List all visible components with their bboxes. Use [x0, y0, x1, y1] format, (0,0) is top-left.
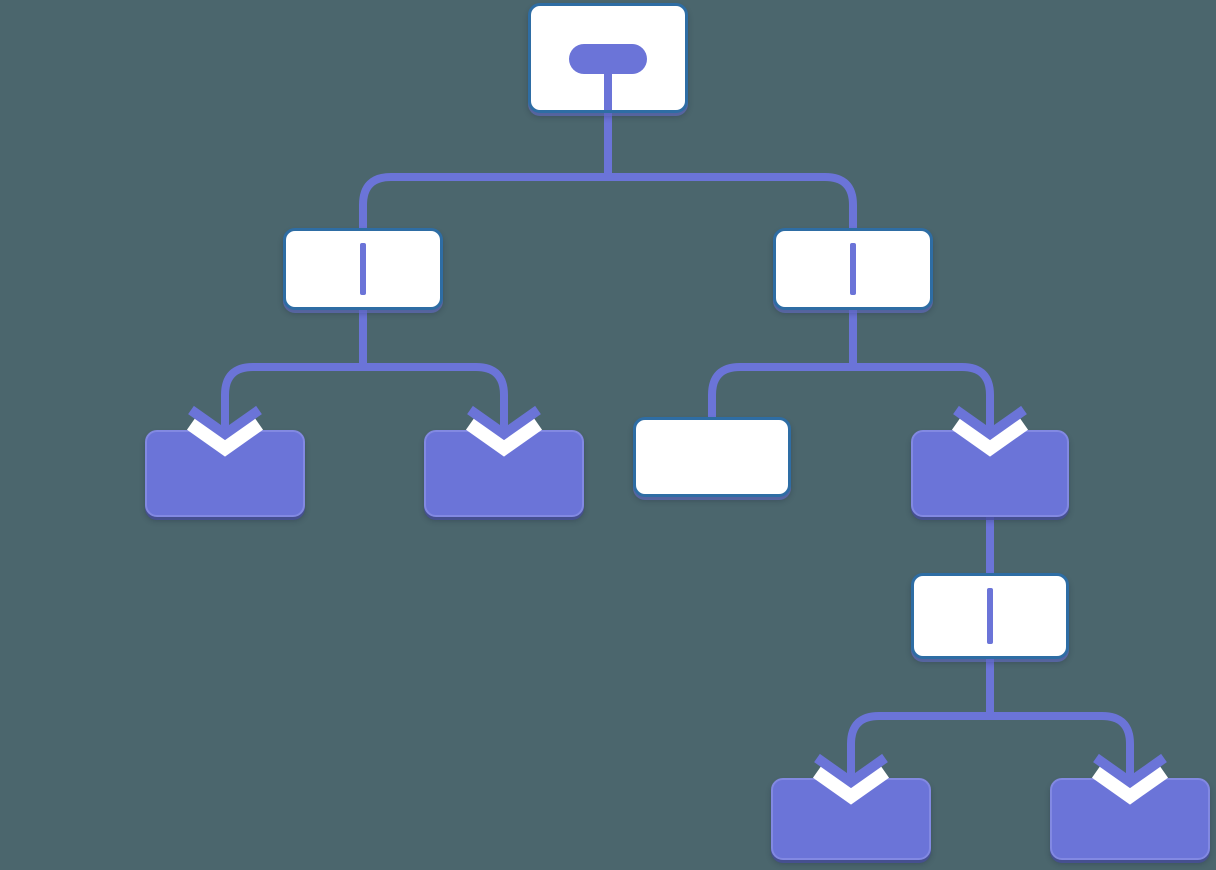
double-chevron-down-icon [812, 752, 890, 805]
root-pill-icon [531, 6, 685, 110]
double-chevron-down-icon [465, 404, 543, 457]
edge-root-to-branches [359, 108, 857, 228]
double-chevron-down-icon [951, 404, 1029, 457]
diagram-node-branch-right[interactable] [773, 228, 933, 310]
root-pill-stem [604, 72, 612, 110]
edge-branch-right-3-to-leaves [847, 655, 1134, 752]
diagram-node-root[interactable] [528, 3, 688, 113]
double-chevron-down-icon [1091, 752, 1169, 805]
diagram-node-branch-right-3[interactable] [911, 573, 1069, 659]
edge-branch-right-to-children [708, 306, 994, 417]
edge-branch-left-to-leaves [221, 306, 508, 412]
pass-through-line-icon [360, 243, 366, 295]
diagram-node-leaf-3[interactable] [633, 417, 791, 497]
diagram-node-branch-left[interactable] [283, 228, 443, 310]
pass-through-line-icon [850, 243, 856, 295]
root-pill-shape [569, 44, 647, 74]
pass-through-line-icon [987, 588, 993, 644]
double-chevron-down-icon [186, 404, 264, 457]
